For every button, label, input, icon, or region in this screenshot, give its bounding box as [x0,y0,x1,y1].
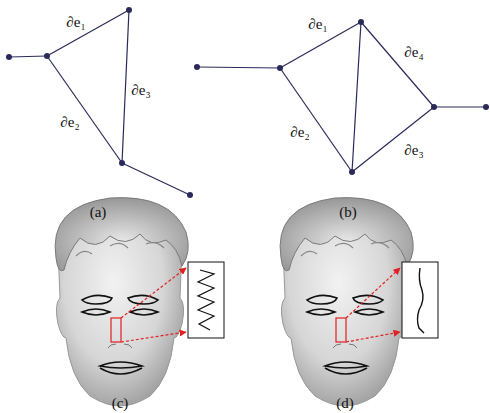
panel-label: (c) [112,396,129,411]
edge-label: ∂e₂ [290,125,309,140]
edge-label: ∂e₁ [308,17,327,32]
edge-label: ∂e₄ [404,45,423,60]
graph-b [197,22,486,172]
edge-label: ∂e₃ [131,83,150,98]
graph-b-vertices [194,19,489,175]
edge-label: ∂e₂ [60,115,79,130]
panel-label: (a) [90,205,107,220]
edge-label: ∂e₁ [66,15,85,30]
panel-label: (d) [336,396,354,411]
graph-a [9,10,190,195]
panel-label: (b) [339,205,357,220]
face-c [55,198,224,406]
face-d [280,198,438,406]
graph-a-vertices [6,7,193,198]
edge-label: ∂e₃ [404,143,423,158]
